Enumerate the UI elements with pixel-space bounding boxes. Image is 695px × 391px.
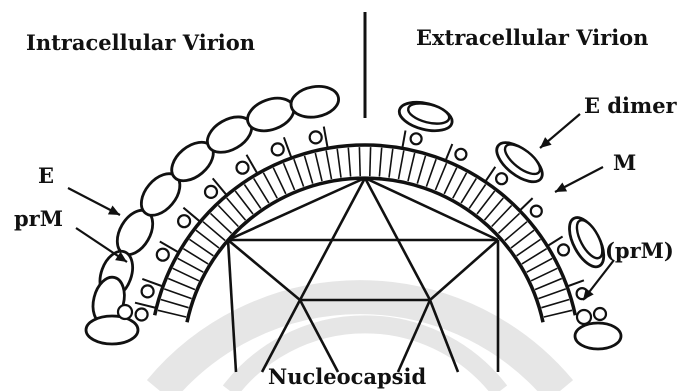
label-m: M — [613, 152, 636, 173]
lipid-tick — [522, 249, 547, 264]
lipid-tick — [538, 289, 565, 299]
prm-knob — [178, 215, 190, 227]
lipid-tick — [544, 310, 572, 317]
lipid-tick — [399, 151, 404, 180]
prm-knob-left — [118, 305, 132, 319]
label-e: E — [38, 165, 54, 186]
prm-knob — [310, 131, 322, 143]
m-stem — [402, 131, 405, 149]
prm-knob — [142, 285, 154, 297]
prm-knob-right-2 — [594, 308, 606, 320]
prm-ellipse-right — [575, 323, 621, 349]
lipid-tick — [273, 168, 286, 194]
lipid-tick — [254, 178, 269, 203]
lipid-tick — [168, 279, 195, 290]
nucleocapsid-edge — [430, 240, 498, 300]
m-stem — [567, 280, 584, 286]
prm-stem — [284, 137, 292, 158]
lipid-tick — [183, 249, 208, 264]
lipid-tick — [389, 149, 393, 178]
lipid-tick — [370, 147, 371, 176]
nucleocapsid-edge — [365, 178, 498, 240]
lipid-tick — [326, 151, 331, 180]
lipid-tick — [453, 173, 467, 199]
lipid-tick — [541, 300, 569, 308]
lipid-tick — [535, 279, 562, 290]
lipid-tick — [315, 153, 322, 181]
prm-knob — [237, 162, 249, 174]
lipid-tick — [263, 173, 277, 199]
lipid-tick — [461, 178, 476, 203]
label-nucleocapsid: Nucleocapsid — [268, 366, 426, 387]
label-extracellular-virion: Extracellular Virion — [416, 27, 648, 48]
label-prm-paren: (prM) — [605, 240, 674, 261]
lipid-tick — [527, 258, 553, 272]
prm-knob — [205, 186, 217, 198]
lipid-tick — [348, 148, 350, 177]
prm-stem — [324, 127, 328, 149]
lipid-tick — [161, 300, 189, 308]
nucleocapsid-edge — [228, 240, 300, 300]
lipid-tick — [531, 268, 557, 281]
label-prm: prM — [14, 208, 63, 229]
lipid-tick — [164, 289, 191, 299]
label-intracellular-virion: Intracellular Virion — [26, 32, 255, 53]
prm-stem — [135, 303, 156, 308]
lipid-tick — [417, 156, 425, 184]
m-protein — [558, 244, 569, 255]
lipid-tick — [337, 149, 341, 178]
m-protein — [411, 133, 422, 144]
lipid-tick — [158, 310, 186, 317]
lipid-tick — [435, 163, 446, 190]
lipid-tick — [379, 148, 381, 177]
e-protein — [289, 83, 341, 121]
m-stem — [446, 144, 453, 161]
m-protein — [531, 206, 542, 217]
lipid-tick — [426, 159, 436, 186]
prm-knob — [272, 143, 284, 155]
prm-knob — [136, 309, 148, 321]
lipid-tick — [294, 159, 304, 186]
lipid-tick — [359, 147, 360, 176]
m-protein — [455, 149, 466, 160]
prm-knob — [157, 249, 169, 261]
lipid-tick — [178, 258, 204, 272]
lipid-tick — [444, 168, 457, 194]
lipid-tick — [408, 153, 415, 181]
prm-knob-right — [577, 310, 591, 324]
prm-ellipse-left — [86, 316, 138, 344]
lipid-tick — [305, 156, 313, 184]
label-e-dimer: E dimer — [584, 95, 677, 116]
m-protein — [496, 173, 507, 184]
m-stem — [485, 167, 495, 182]
lipid-tick — [173, 268, 199, 281]
lipid-tick — [284, 163, 295, 190]
